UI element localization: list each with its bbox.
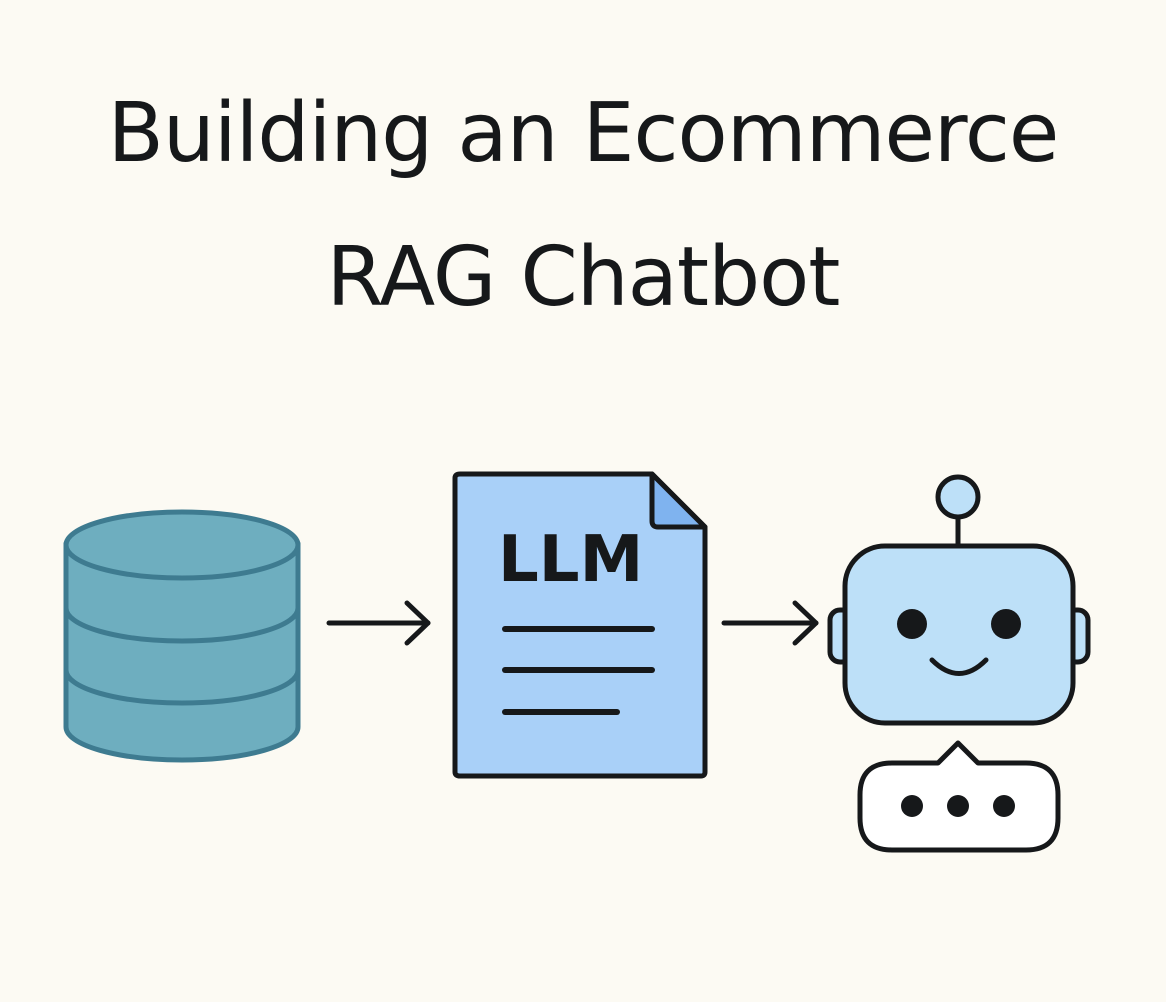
bubble-dot — [901, 795, 923, 817]
robot-smile — [929, 657, 989, 676]
document-label: LLM — [498, 523, 643, 597]
title-line-1: Building an Ecommerce — [107, 86, 1060, 181]
robot-icon — [827, 474, 1091, 726]
database-icon — [63, 509, 301, 763]
document-icon: LLM — [452, 471, 708, 779]
robot-eye-right — [991, 609, 1021, 639]
bubble-dot — [947, 795, 969, 817]
arrow-right-icon — [721, 600, 819, 646]
antenna-icon — [935, 474, 981, 520]
speech-bubble-icon — [857, 740, 1061, 853]
bubble-dot — [993, 795, 1015, 817]
title-line-2: RAG Chatbot — [326, 230, 841, 325]
arrow-right-icon — [326, 600, 431, 646]
page-title: Building an Ecommerce RAG Chatbot — [0, 62, 1166, 350]
robot-head — [842, 543, 1076, 726]
robot-eye-left — [897, 609, 927, 639]
